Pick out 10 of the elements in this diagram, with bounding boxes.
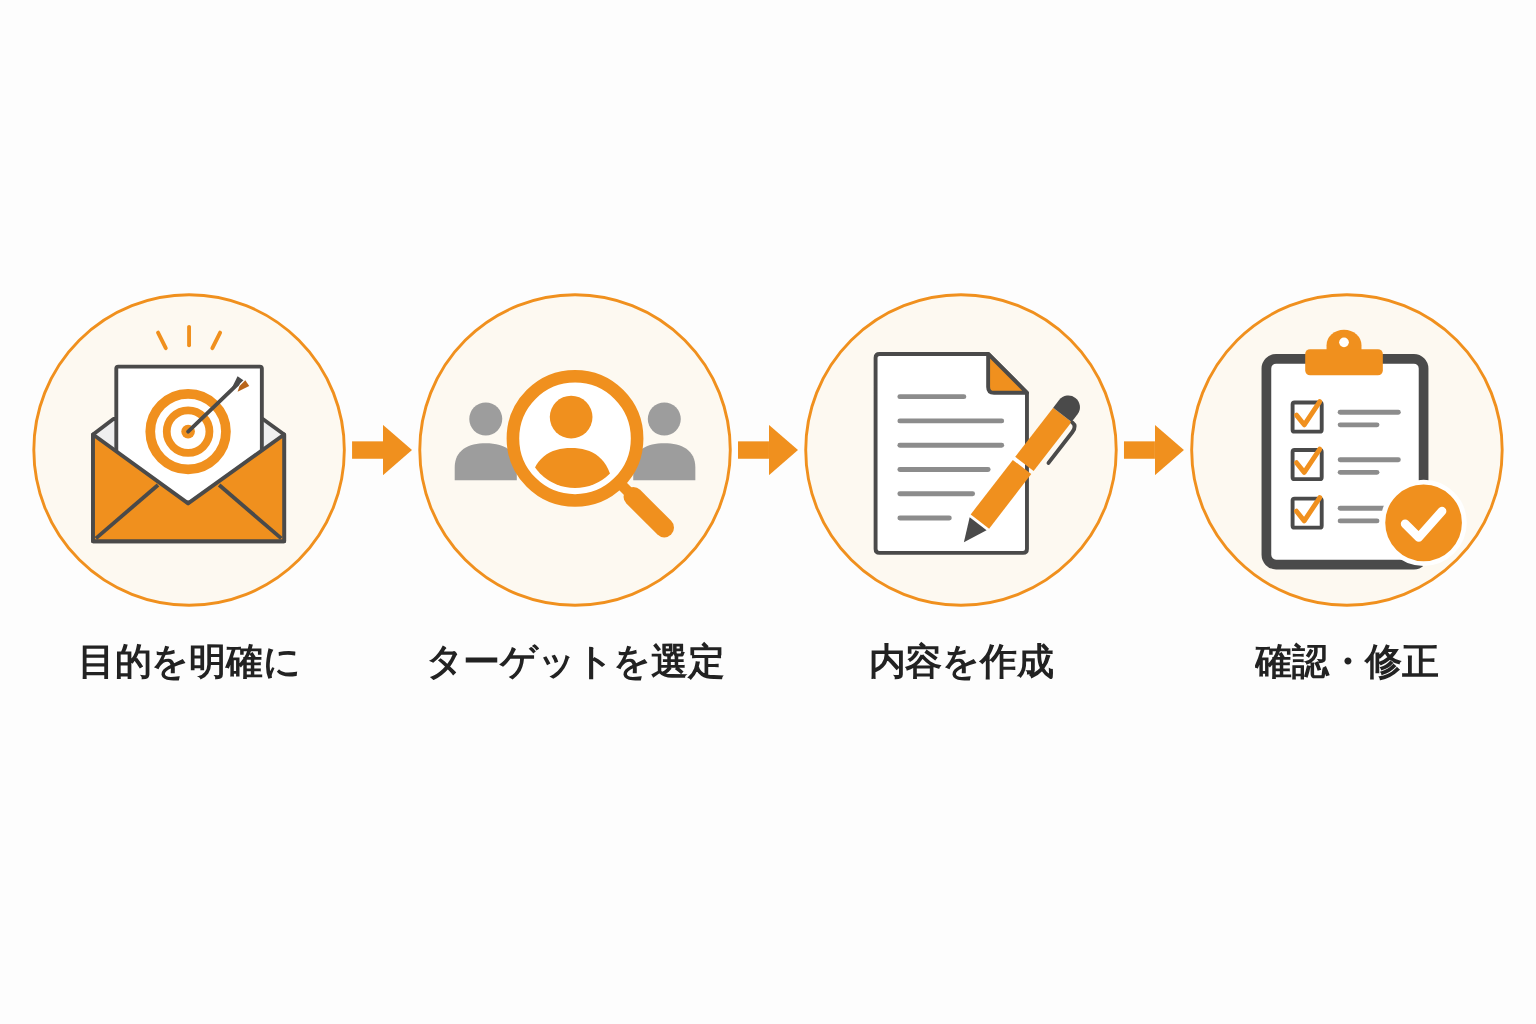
step-label: 目的を明確に xyxy=(77,639,301,684)
arrow xyxy=(738,424,798,476)
node-circle xyxy=(32,293,346,607)
node-circle xyxy=(1190,293,1504,607)
step-label: 内容を作成 xyxy=(868,639,1054,684)
step-label: ターゲットを選定 xyxy=(425,639,725,684)
node-circle xyxy=(418,293,732,607)
node-circle xyxy=(804,293,1118,607)
arrow xyxy=(352,424,413,476)
arrow xyxy=(1123,424,1184,476)
